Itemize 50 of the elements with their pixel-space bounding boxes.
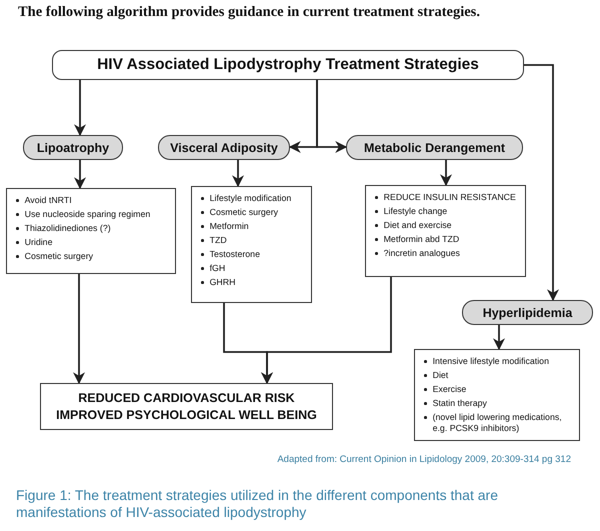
category-box: [158, 135, 290, 160]
list-item: Statin therapy: [432, 398, 487, 409]
list-box: [414, 349, 580, 441]
category-box: [23, 135, 123, 160]
list-item: Lifestyle modification: [210, 193, 292, 204]
arrow: [74, 160, 86, 190]
heading-text: Hyperlipidemia: [482, 306, 572, 320]
list-item: Cosmetic surgery: [210, 207, 278, 218]
list-item: TZD: [210, 235, 227, 246]
category-box: [346, 135, 523, 160]
list-item: Diet: [432, 370, 448, 381]
arrow: [440, 160, 452, 186]
list-item: Diet and exercise: [384, 220, 452, 231]
outcome-box: [40, 383, 333, 430]
heading-text: Lipoatrophy: [36, 140, 110, 154]
list-item: Lifestyle change: [384, 206, 448, 217]
list-item: fGH: [210, 263, 226, 274]
list-item: REDUCE INSULIN RESISTANCE: [384, 192, 516, 203]
title-box: [52, 50, 524, 80]
arrow: [73, 274, 85, 384]
arrow: [232, 160, 244, 188]
list-box: [6, 188, 176, 274]
list-box: [365, 185, 526, 277]
list-item: Exercise: [432, 384, 466, 395]
list-item: ?incretin analogues: [384, 248, 460, 259]
list-item: Metformin abd TZD: [384, 234, 460, 245]
list-box: [191, 186, 312, 303]
outcome-text: REDUCED CARDIOVASCULAR RISK IMPROVED PSYCHOLOGICAL WELL BEING: [55, 390, 318, 424]
list-item: Cosmetic surgery: [24, 251, 94, 262]
list-item: Thiazolidinediones (?): [24, 223, 111, 234]
list-item: Uridine: [24, 237, 52, 248]
intro-text: The following algorithm provides guidance in current treatment strategies.: [18, 4, 480, 21]
arrow: [261, 277, 392, 384]
list-item: (novel lipid lowering medications, e.g. PCSK9 inhibitors): [432, 412, 563, 434]
list-item: Metformin: [210, 221, 249, 232]
heading-text: Metabolic Derangement: [364, 140, 505, 154]
list-item: Avoid tNRTI: [24, 195, 72, 206]
list-item: Intensive lifestyle modification: [432, 356, 549, 367]
arrow: [74, 80, 86, 136]
heading-text: HIV Associated Lipodystrophy Treatment Strategies: [97, 56, 479, 74]
list-item: Testosterone: [210, 249, 260, 260]
arrow: [493, 325, 505, 350]
figure-caption: Figure 1: The treatment strategies utilized in the different components that are manifestations of HIV-associated lipodystrophy: [16, 487, 499, 521]
list-item: Use nucleoside sparing regimen: [24, 209, 150, 220]
list-item: GHRH: [210, 277, 236, 288]
source-note: Adapted from: Current Opinion in Lipidology 2009, 20:309-314 pg 312: [277, 454, 571, 465]
arrow: [524, 64, 559, 302]
arrow: [316, 80, 348, 153]
category-box: [462, 300, 593, 325]
heading-text: Visceral Adiposity: [170, 140, 278, 154]
